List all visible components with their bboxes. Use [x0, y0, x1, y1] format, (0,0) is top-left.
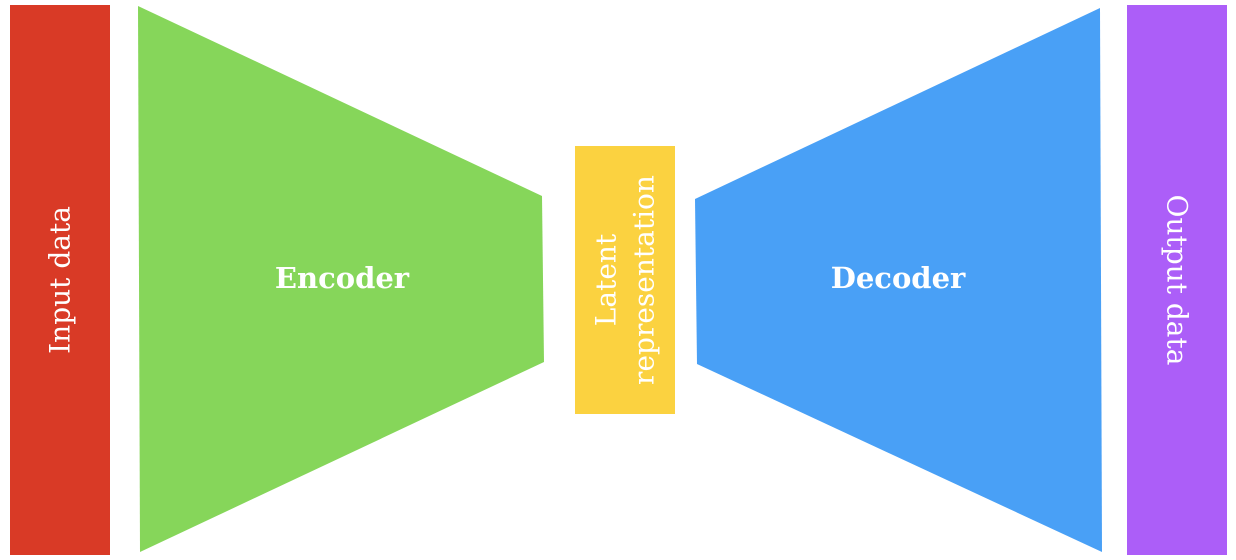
decoder-label: Decoder: [831, 261, 966, 295]
output-block: Output data: [1127, 5, 1227, 555]
input-bar: [10, 5, 110, 555]
input-label: Input data: [44, 206, 77, 354]
decoder-block: Decoder: [695, 8, 1102, 552]
latent-label-line1: Latent: [590, 233, 623, 326]
decoder-shape: [695, 8, 1102, 552]
encoder-label: Encoder: [275, 261, 410, 295]
latent-block: Latent representation: [575, 146, 675, 414]
input-block: Input data: [10, 5, 110, 555]
output-label: Output data: [1161, 195, 1194, 366]
output-bar: [1127, 5, 1227, 555]
encoder-shape: [138, 6, 544, 552]
latent-bar: [575, 146, 675, 414]
encoder-block: Encoder: [138, 6, 544, 552]
latent-label-line2: representation: [628, 175, 661, 385]
